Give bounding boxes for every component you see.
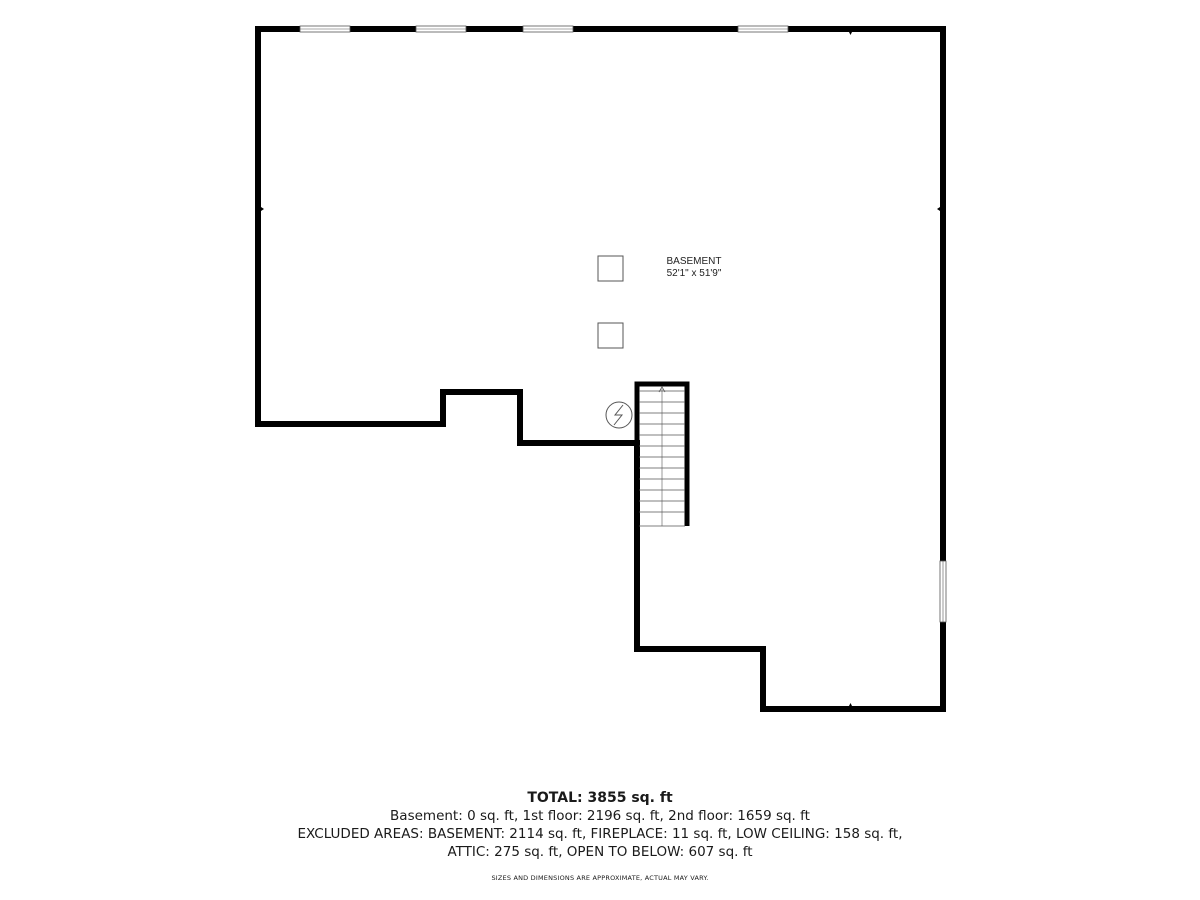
room-dimensions: 52'1" x 51'9"	[666, 268, 722, 279]
room-name: BASEMENT	[666, 256, 722, 267]
window	[299, 25, 351, 33]
area-summary: TOTAL: 3855 sq. ft Basement: 0 sq. ft, 1…	[0, 789, 1200, 883]
total-area: TOTAL: 3855 sq. ft	[527, 790, 673, 806]
disclaimer: SIZES AND DIMENSIONS ARE APPROXIMATE, AC…	[491, 874, 709, 882]
water-heater-icon	[605, 401, 633, 429]
window	[415, 25, 467, 33]
room-label: BASEMENT 52'1" x 51'9"	[594, 256, 794, 280]
window	[737, 25, 789, 33]
wall-tick	[261, 207, 264, 211]
up-arrow-icon	[658, 386, 666, 393]
window	[939, 560, 947, 623]
wall-tick	[849, 703, 852, 706]
window	[522, 25, 574, 33]
exterior-wall	[255, 26, 946, 712]
support-column	[597, 322, 624, 349]
wall-tick	[849, 32, 852, 35]
floor-areas: Basement: 0 sq. ft, 1st floor: 2196 sq. …	[390, 808, 810, 824]
support-column	[597, 255, 624, 282]
staircase	[634, 381, 690, 527]
excluded-areas-line-2: ATTIC: 275 sq. ft, OPEN TO BELOW: 607 sq…	[447, 844, 753, 860]
wall-tick	[937, 207, 940, 211]
excluded-areas-line-1: EXCLUDED AREAS: BASEMENT: 2114 sq. ft, F…	[297, 826, 903, 842]
